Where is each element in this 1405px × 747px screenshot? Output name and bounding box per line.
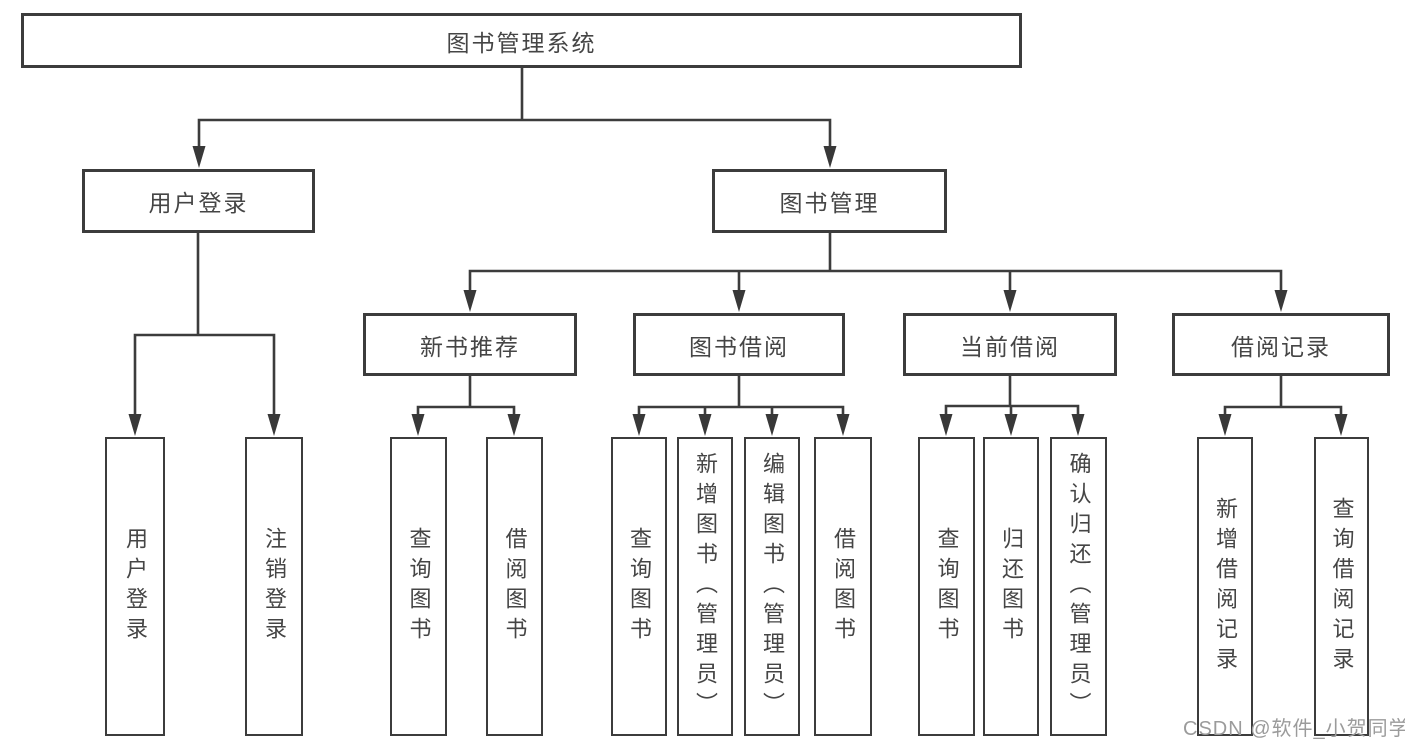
leaf-label: 确认归还（管理员） [1066, 451, 1092, 722]
node-book-borrow: 图书借阅 [633, 313, 845, 376]
leaf-label: 新增借阅记录 [1213, 496, 1238, 677]
leaf-label: 查询借阅记录 [1329, 496, 1355, 677]
watermark: CSDN @软件_小贺同学 [1183, 718, 1405, 740]
leaf-label: 借阅图书 [831, 526, 856, 647]
leaf-logout: 注销登录 [245, 437, 303, 736]
node-new-book-recommend: 新书推荐 [363, 313, 577, 376]
leaf-query-books-recommend: 查询图书 [390, 437, 447, 736]
leaf-edit-book-admin: 编辑图书（管理员） [744, 437, 800, 736]
leaf-add-borrow-record: 新增借阅记录 [1197, 437, 1253, 736]
leaf-query-books-current: 查询图书 [918, 437, 975, 736]
node-current-borrow: 当前借阅 [903, 313, 1117, 376]
leaf-label: 查询图书 [934, 526, 960, 647]
leaf-label: 归还图书 [999, 526, 1024, 647]
leaf-label: 注销登录 [262, 526, 287, 647]
leaf-query-borrow-record: 查询借阅记录 [1314, 437, 1369, 736]
node-user-login: 用户登录 [82, 169, 315, 233]
leaf-label: 查询图书 [406, 526, 432, 647]
leaf-query-books-borrow: 查询图书 [611, 437, 667, 736]
leaf-return-book: 归还图书 [983, 437, 1039, 736]
leaf-confirm-return-admin: 确认归还（管理员） [1050, 437, 1107, 736]
leaf-label: 查询图书 [627, 526, 652, 647]
leaf-add-book-admin: 新增图书（管理员） [677, 437, 733, 736]
leaf-borrow-books-recommend: 借阅图书 [486, 437, 543, 736]
node-borrow-records: 借阅记录 [1172, 313, 1390, 376]
leaf-label: 借阅图书 [502, 526, 528, 647]
leaf-label: 新增图书（管理员） [693, 451, 718, 722]
leaf-label: 用户登录 [123, 526, 148, 647]
node-library-system: 图书管理系统 [21, 13, 1022, 68]
leaf-user-login: 用户登录 [105, 437, 165, 736]
leaf-borrow-books: 借阅图书 [814, 437, 872, 736]
leaf-label: 编辑图书（管理员） [760, 451, 785, 722]
node-book-management: 图书管理 [712, 169, 947, 233]
